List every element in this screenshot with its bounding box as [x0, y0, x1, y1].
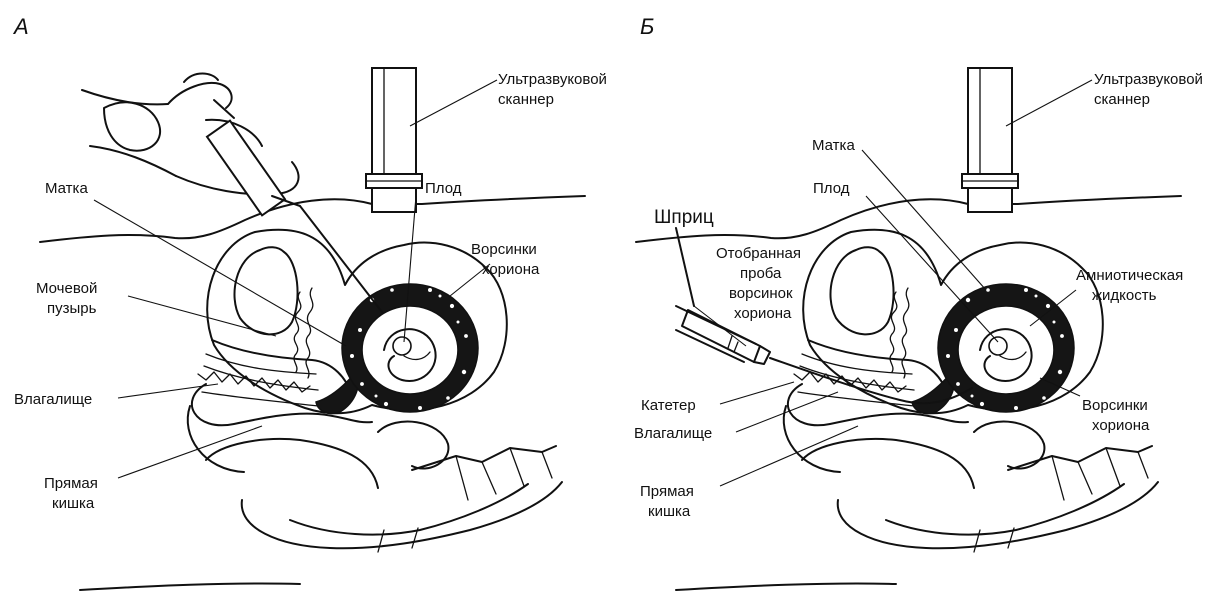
- label-villi-a-line1: Ворсинки: [471, 241, 537, 258]
- label-scanner-b-line2: сканнер: [1094, 91, 1150, 108]
- label-vagina-b: Влагалище: [634, 425, 712, 442]
- hand-syringe-a: [82, 74, 300, 216]
- leaders-a: [94, 80, 497, 478]
- label-scanner-a-line1: Ультразвуковой: [498, 71, 607, 88]
- label-rectum-a-line1: Прямая: [44, 475, 98, 492]
- label-uterus-b: Матка: [812, 137, 855, 154]
- label-vagina-a: Влагалище: [14, 391, 92, 408]
- label-rectum-a-line2: кишка: [52, 495, 95, 512]
- anatomy-drawing-b: [636, 68, 1181, 590]
- panel-a: А Ультразвуковой сканнер: [12, 14, 607, 590]
- label-fetus-b: Плод: [813, 180, 850, 197]
- label-scanner-b-line1: Ультразвуковой: [1094, 71, 1203, 88]
- label-rectum-b-line2: кишка: [648, 503, 691, 520]
- label-sample-b-line2: проба: [740, 265, 782, 282]
- label-villi-b-line1: Ворсинки: [1082, 397, 1148, 414]
- panel-letter-b: Б: [640, 14, 654, 39]
- panel-letter-a: А: [12, 14, 29, 39]
- label-bladder-a-line1: Мочевой: [36, 280, 97, 297]
- label-sample-b-line1: Отобранная: [716, 245, 801, 262]
- label-syringe-b: Шприц: [654, 207, 714, 228]
- panel-b: Б Ультразвуковой сканнер Мат: [634, 14, 1203, 590]
- label-rectum-b-line1: Прямая: [640, 483, 694, 500]
- label-uterus-a: Матка: [45, 180, 88, 197]
- label-villi-b-line2: хориона: [1092, 417, 1150, 434]
- label-sample-b-line3: ворсинок: [729, 285, 793, 302]
- label-amniotic-b-line2: жидкость: [1092, 287, 1157, 304]
- label-fetus-a: Плод: [425, 180, 462, 197]
- label-scanner-a-line2: сканнер: [498, 91, 554, 108]
- label-villi-a-line2: хориона: [482, 261, 540, 278]
- label-amniotic-b-line1: Амниотическая: [1076, 267, 1183, 284]
- needle-a: [300, 206, 382, 312]
- label-catheter-b: Катетер: [641, 397, 696, 414]
- label-bladder-a-line2: пузырь: [47, 300, 97, 317]
- label-sample-b-line4: хориона: [734, 305, 792, 322]
